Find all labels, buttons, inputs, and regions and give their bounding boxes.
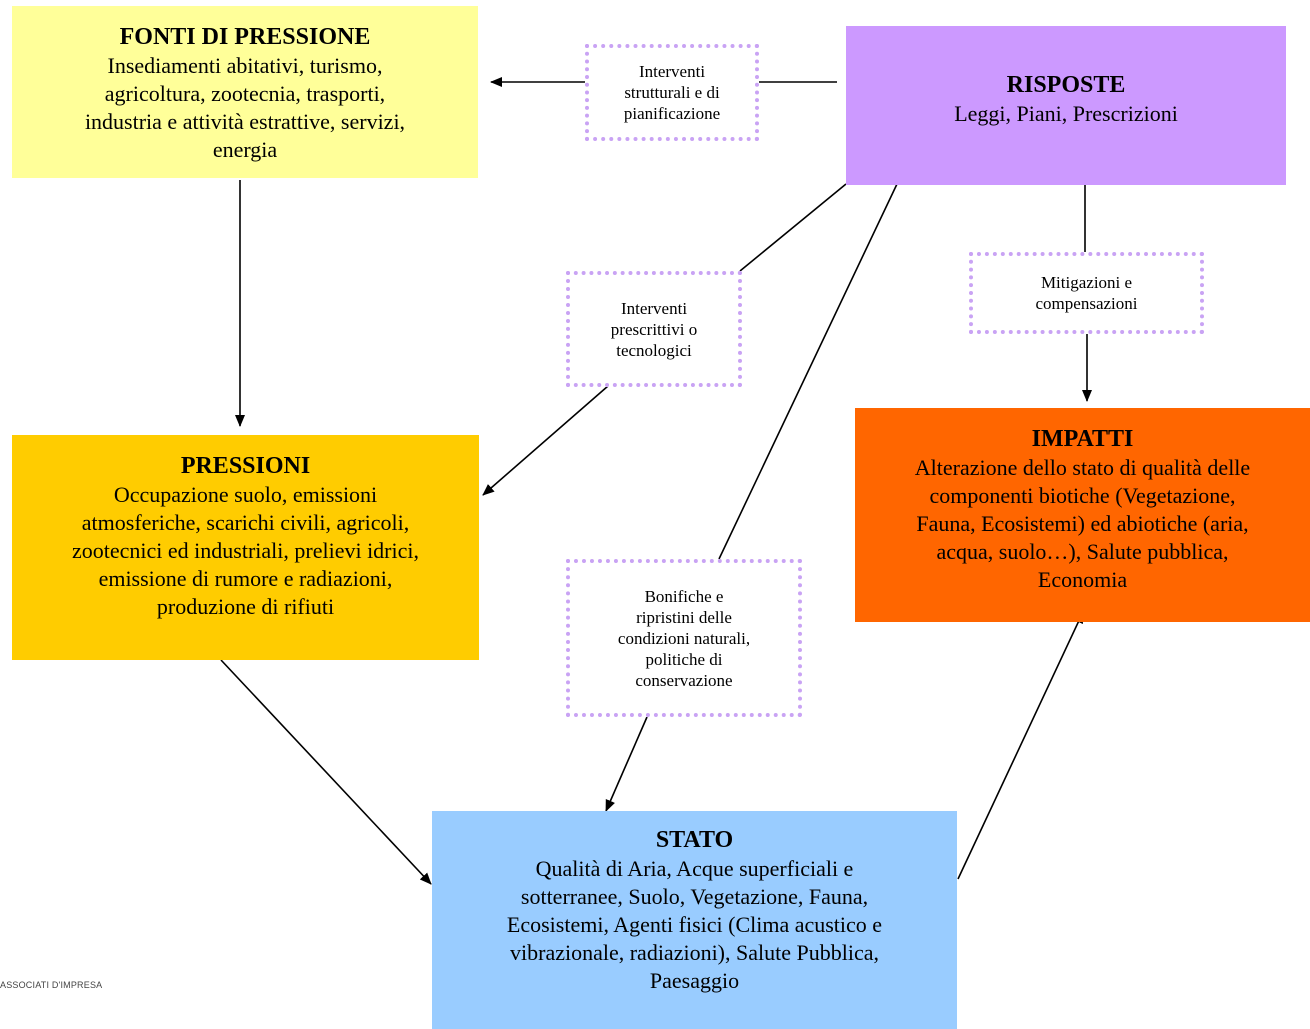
arrow-prescrittivi-to-pressioni — [482, 385, 609, 496]
fonti-line: agricoltura, zootecnia, trasporti, — [104, 81, 386, 106]
partial-logo-text: ASSOCIATI D'IMPRESA — [0, 980, 103, 990]
pressioni-box: PRESSIONI Occupazione suolo, emissioni a… — [12, 435, 479, 660]
stato-box: STATO Qualità di Aria, Acque superficial… — [432, 811, 957, 1029]
stato-line: Paesaggio — [649, 968, 740, 993]
arrow-stato-to-impatti — [957, 611, 1084, 880]
pressioni-line: emissione di rumore e radiazioni, — [98, 566, 393, 591]
line-risposte-to-prescrittivi — [739, 183, 847, 272]
arrow-pressioni-to-stato — [220, 659, 432, 885]
risposte-text: Leggi, Piani, Prescrizioni — [846, 100, 1286, 128]
fonti-text: Insediamenti abitativi, turismo, agricol… — [12, 52, 478, 164]
fonti-line: industria e attività estrattive, servizi… — [84, 109, 406, 134]
stato-line: vibrazionale, radiazioni), Salute Pubbli… — [510, 940, 879, 965]
label-line: prescrittivi o — [610, 319, 698, 339]
risposte-title: RISPOSTE — [1006, 72, 1126, 98]
label-line: pianificazione — [623, 104, 721, 123]
pressioni-line: Occupazione suolo, emissioni — [113, 482, 378, 507]
stato-line: Ecosistemi, Agenti fisici (Clima acustic… — [506, 912, 883, 937]
pressioni-text: Occupazione suolo, emissioni atmosferich… — [12, 481, 479, 621]
label-interventi-prescrittivi: Interventi prescrittivi o tecnologici — [566, 271, 742, 387]
impatti-text: Alterazione dello stato di qualità delle… — [855, 454, 1310, 594]
stato-title: STATO — [655, 827, 734, 853]
label-line: compensazioni — [1035, 294, 1138, 313]
label-line: Mitigazioni e — [1040, 273, 1133, 292]
impatti-line: Fauna, Ecosistemi) ed abiotiche (aria, — [916, 511, 1249, 536]
label-bonifiche: Bonifiche e ripristini delle condizioni … — [566, 559, 802, 717]
label-line: Bonifiche e — [644, 586, 724, 606]
risposte-box: RISPOSTE Leggi, Piani, Prescrizioni — [846, 26, 1286, 185]
impatti-line: acqua, suolo…), Salute pubblica, — [936, 539, 1229, 564]
pressioni-line: produzione di rifiuti — [156, 594, 335, 619]
impatti-title: IMPATTI — [1031, 426, 1134, 452]
fonti-line: energia — [212, 137, 278, 162]
line-risposte-to-bonifiche — [718, 183, 898, 560]
pressioni-title: PRESSIONI — [180, 453, 311, 479]
stato-line: Qualità di Aria, Acque superficiali e — [535, 856, 854, 881]
pressioni-line: zootecnici ed industriali, prelievi idri… — [72, 538, 419, 563]
impatti-box: IMPATTI Alterazione dello stato di quali… — [855, 408, 1310, 622]
arrow-bonifiche-to-stato — [605, 716, 648, 812]
label-line: strutturali e di — [624, 83, 720, 102]
impatti-line: componenti biotiche (Vegetazione, — [929, 483, 1236, 508]
label-line: condizioni naturali, — [617, 628, 751, 648]
label-line: politiche di — [645, 649, 723, 669]
stato-text: Qualità di Aria, Acque superficiali e so… — [432, 855, 957, 995]
label-mitigazioni: Mitigazioni e compensazioni — [969, 252, 1204, 334]
impatti-line: Alterazione dello stato di qualità delle — [914, 455, 1251, 480]
label-line: conservazione — [635, 670, 733, 690]
fonti-line: Insediamenti abitativi, turismo, — [107, 53, 383, 78]
stato-line: sotterranee, Suolo, Vegetazione, Fauna, — [520, 884, 869, 909]
fonti-title: FONTI DI PRESSIONE — [119, 24, 371, 50]
label-line: ripristini delle — [636, 607, 732, 627]
risposte-line: Leggi, Piani, Prescrizioni — [954, 101, 1178, 126]
label-interventi-strutturali: Interventi strutturali e di pianificazio… — [585, 44, 759, 141]
label-line: Interventi — [620, 298, 688, 318]
label-line: tecnologici — [616, 340, 692, 360]
pressioni-line: atmosferiche, scarichi civili, agricoli, — [81, 510, 410, 535]
label-line: Interventi — [638, 62, 706, 81]
impatti-line: Economia — [1037, 567, 1128, 592]
fonti-box: FONTI DI PRESSIONE Insediamenti abitativ… — [12, 6, 478, 178]
